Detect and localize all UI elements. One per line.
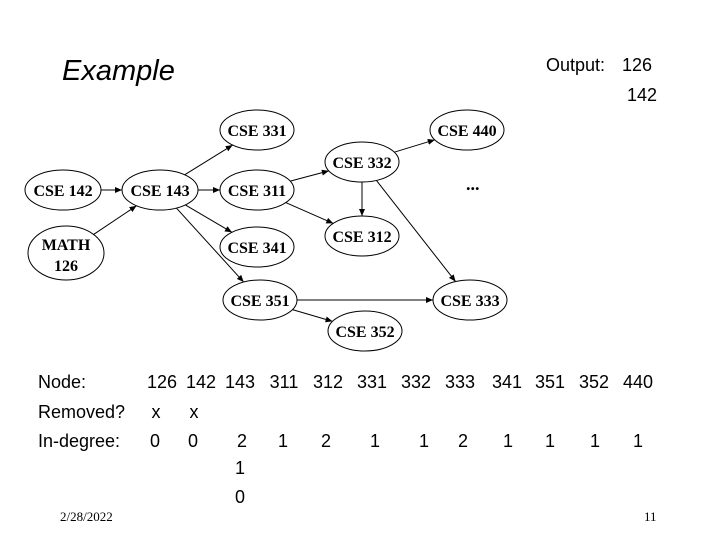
node-341: CSE 341: [219, 226, 295, 268]
edge-332-333: [376, 180, 456, 282]
node-label: CSE 332: [332, 155, 391, 172]
indegree-value: 1: [633, 431, 643, 451]
indegree-value: 2: [237, 431, 247, 451]
output-value: 142: [627, 85, 657, 105]
node-label: CSE 311: [228, 183, 286, 200]
edge-m126-143: [93, 205, 137, 235]
node-332: CSE 332: [324, 141, 400, 183]
indegree-update: 0: [235, 487, 245, 507]
output-value: 126: [622, 55, 652, 75]
removed-mark: x: [190, 402, 199, 422]
node-ellipse: [219, 109, 295, 151]
node-label: CSE 312: [332, 229, 391, 246]
edge-332-440: [394, 138, 435, 153]
node-label: CSE 142: [33, 183, 92, 200]
node-label: CSE 331: [227, 123, 286, 140]
node-ellipse: [429, 109, 505, 151]
edge-311-312: [285, 202, 334, 224]
node-142: CSE 142: [24, 169, 102, 211]
node-ellipse: [24, 169, 102, 211]
edge-311-332: [290, 169, 329, 182]
indegree-value: 2: [321, 431, 331, 451]
node-label: CSE 440: [437, 123, 496, 140]
node-ellipse: [327, 310, 403, 352]
node-352: CSE 352: [327, 310, 403, 352]
node-label: CSE 341: [227, 240, 286, 257]
node-ellipse: [432, 279, 508, 321]
node-label: CSE 143: [130, 183, 189, 200]
removed-row-label: Removed?: [38, 402, 125, 422]
indegree-value: 1: [503, 431, 513, 451]
node-143: CSE 143: [121, 169, 199, 211]
node-ellipse: [219, 169, 295, 211]
edge-143-351: [176, 207, 245, 283]
slide-title: Example: [62, 55, 175, 87]
edges: [93, 138, 456, 323]
node-ellipse: [27, 225, 105, 281]
node-ellipse: [324, 141, 400, 183]
indegree-value: 2: [458, 431, 468, 451]
node-column-header: 332: [401, 372, 431, 392]
node-column-header: 351: [535, 372, 565, 392]
edge-143-341: [185, 204, 233, 233]
node-label: 126: [54, 258, 78, 275]
node-column-header: 312: [313, 372, 343, 392]
node-ellipse: [219, 226, 295, 268]
node-ellipse: [222, 279, 298, 321]
edge-351-352: [292, 309, 333, 323]
node-column-header: 126: [147, 372, 177, 392]
indegree-value: 1: [370, 431, 380, 451]
node-331: CSE 331: [219, 109, 295, 151]
indegree-table: Node: Removed? In-degree: 126 142 143 311 31…: [38, 372, 653, 507]
node-column-header: 440: [623, 372, 653, 392]
node-column-header: 333: [445, 372, 475, 392]
removed-mark: x: [152, 402, 161, 422]
edge-143-331: [184, 144, 233, 176]
node-column-header: 143: [225, 372, 255, 392]
node-label: CSE 351: [230, 293, 289, 310]
node-label: CSE 352: [335, 324, 394, 341]
node-column-header: 341: [492, 372, 522, 392]
node-311: CSE 311: [219, 169, 295, 211]
indegree-value: 1: [545, 431, 555, 451]
graph-ellipsis: ...: [466, 174, 480, 194]
node-label: CSE 333: [440, 293, 499, 310]
indegree-value: 1: [590, 431, 600, 451]
indegree-update: 1: [235, 458, 245, 478]
node-row-label: Node:: [38, 372, 86, 392]
indegree-value: 0: [188, 431, 198, 451]
node-column-header: 331: [357, 372, 387, 392]
node-ellipse: [121, 169, 199, 211]
node-column-header: 352: [579, 372, 609, 392]
node-351: CSE 351: [222, 279, 298, 321]
indegree-row-label: In-degree:: [38, 431, 120, 451]
footer-date: 2/28/2022: [60, 509, 113, 524]
node-333: CSE 333: [432, 279, 508, 321]
node-440: CSE 440: [429, 109, 505, 151]
page-number: 11: [644, 509, 657, 524]
indegree-value: 1: [419, 431, 429, 451]
indegree-value: 1: [278, 431, 288, 451]
node-m126: MATH 126: [27, 225, 105, 281]
node-312: CSE 312: [324, 215, 400, 257]
node-column-header: 142: [186, 372, 216, 392]
node-label: MATH: [42, 237, 91, 254]
output-label: Output:: [546, 55, 605, 75]
node-ellipse: [324, 215, 400, 257]
node-column-header: 311: [270, 372, 299, 392]
indegree-value: 0: [150, 431, 160, 451]
